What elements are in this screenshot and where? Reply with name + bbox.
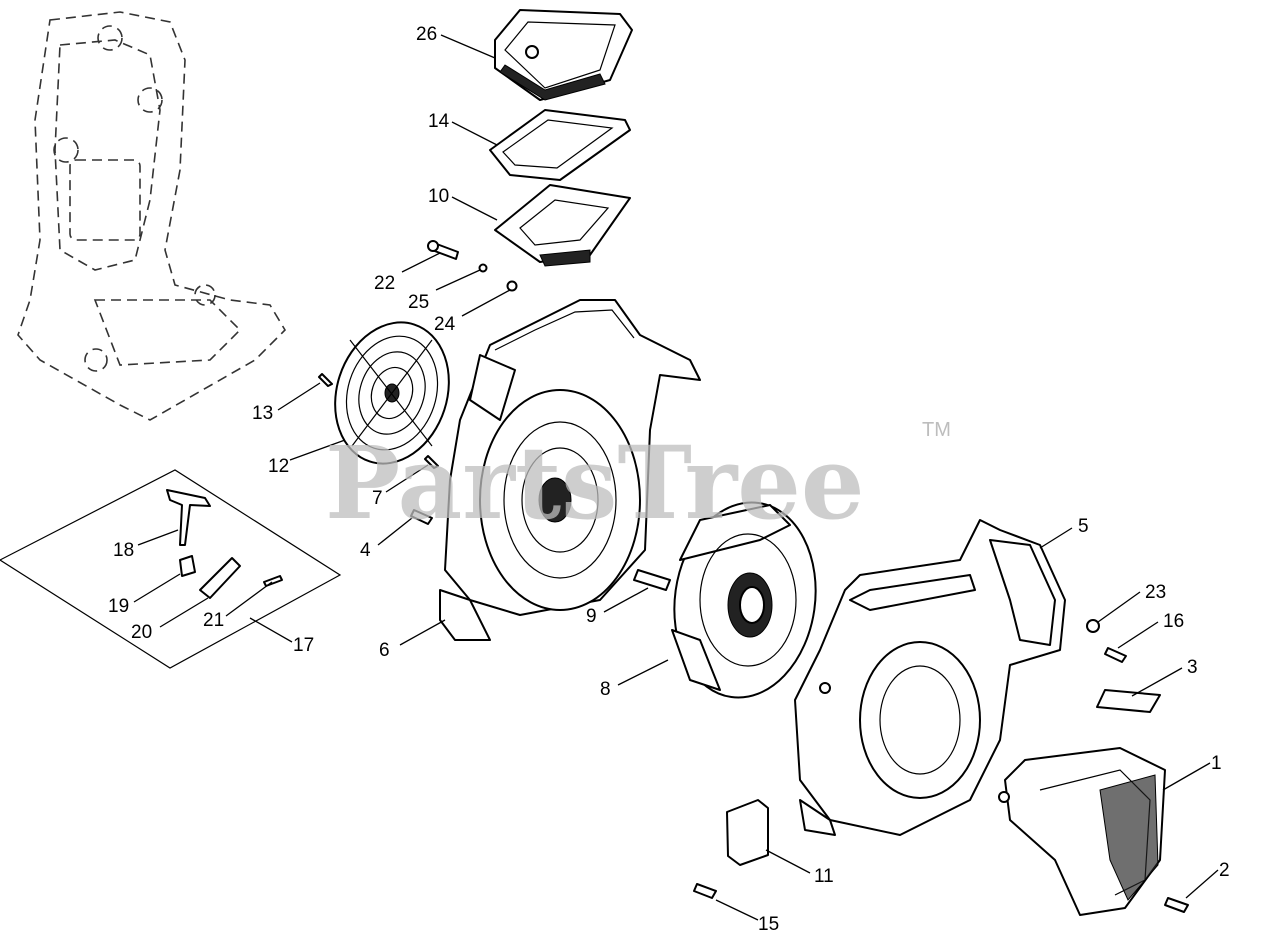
callout-4: 4 (360, 540, 371, 561)
callout-21: 21 (203, 610, 224, 631)
screw-2-part (1164, 897, 1189, 913)
screw-16-part (1104, 647, 1127, 663)
callout-18: 18 (113, 540, 134, 561)
callout-10: 10 (428, 186, 449, 207)
callout-7: 7 (372, 488, 383, 509)
callout-23: 23 (1145, 582, 1166, 603)
bolt-4-part (410, 509, 433, 525)
cap-plate-part (726, 799, 769, 866)
watermark-text: PartsTree (325, 424, 865, 542)
callout-1: 1 (1211, 753, 1222, 774)
callout-2: 2 (1219, 860, 1230, 881)
gasket-part (489, 109, 631, 181)
washer-25-part (478, 263, 488, 273)
callout-labels: 26 14 10 22 25 24 13 12 7 4 18 19 20 21 … (108, 24, 1230, 935)
engine-cover-part (998, 747, 1166, 916)
leader-lines (133, 34, 1219, 921)
callout-6: 6 (379, 640, 390, 661)
fan-case-part (439, 299, 701, 641)
fan-impeller-part (671, 501, 817, 699)
callout-24: 24 (434, 314, 456, 335)
air-filter-cover-part (494, 9, 633, 101)
grille-guard-part (334, 321, 450, 465)
callout-16: 16 (1163, 611, 1184, 632)
callout-15: 15 (758, 914, 779, 935)
filter-holder-part (494, 184, 631, 267)
bolt-9-part (633, 569, 671, 591)
volute-case-part (794, 519, 1066, 836)
callout-9: 9 (586, 606, 597, 627)
screw-13-part (318, 373, 333, 387)
nut-23-part (1086, 619, 1100, 633)
screw-22-part (427, 240, 459, 260)
back-frame-outline (17, 11, 287, 421)
callout-13: 13 (252, 403, 273, 424)
callout-12: 12 (268, 456, 289, 477)
callout-26: 26 (416, 24, 437, 45)
callout-17: 17 (293, 635, 314, 656)
screw-15-part (693, 883, 717, 899)
callout-25: 25 (408, 292, 429, 313)
screw-7-part (424, 455, 439, 469)
callout-20: 20 (131, 622, 152, 643)
callout-19: 19 (108, 596, 129, 617)
callout-11: 11 (814, 866, 834, 887)
callout-3: 3 (1187, 657, 1198, 678)
washer-24-part (506, 280, 518, 292)
callout-5: 5 (1078, 516, 1089, 537)
kit-box (0, 469, 342, 669)
callout-8: 8 (600, 679, 611, 700)
callout-14: 14 (428, 111, 450, 132)
label-plate-part (1096, 689, 1161, 713)
callout-22: 22 (374, 273, 395, 294)
watermark-trademark: TM (922, 419, 951, 441)
